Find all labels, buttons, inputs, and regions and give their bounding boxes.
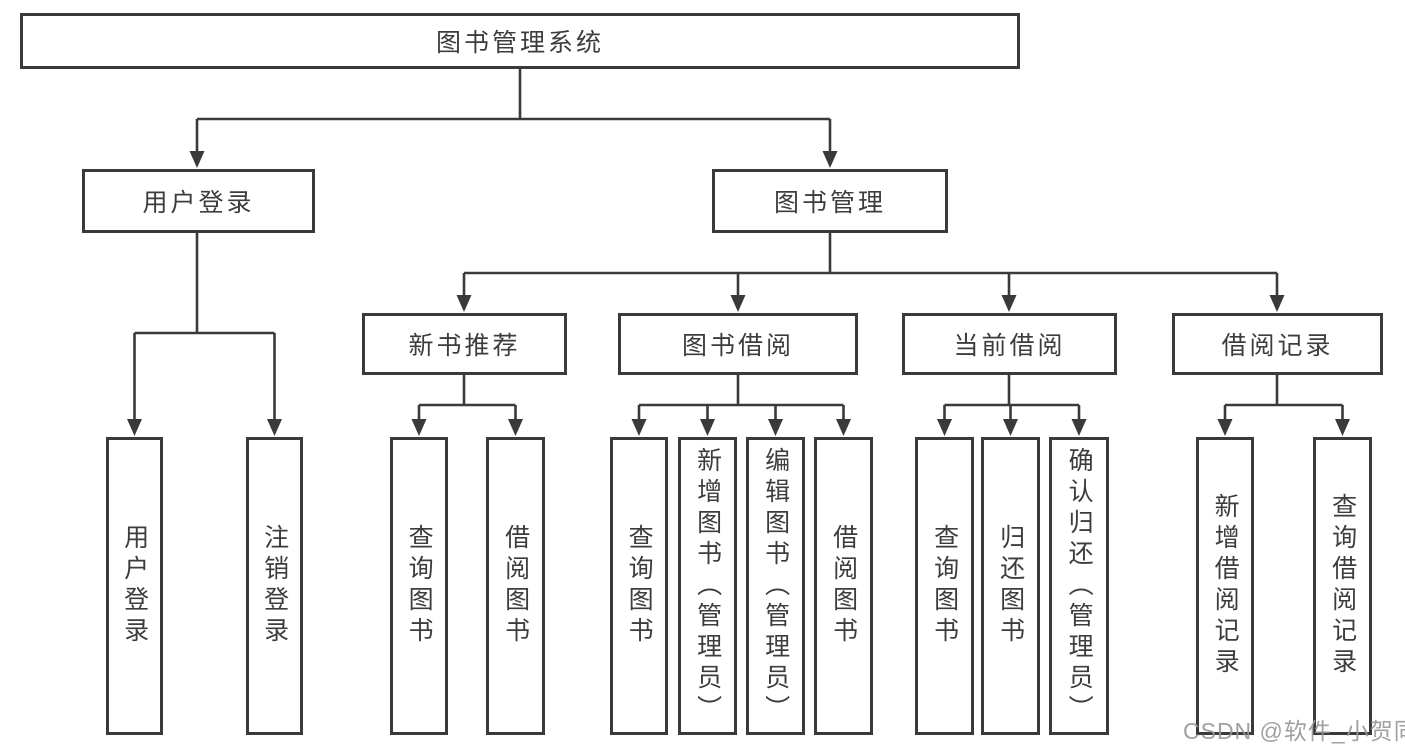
arrowhead (730, 295, 746, 312)
arrowhead (508, 419, 523, 436)
arrowhead (836, 419, 851, 436)
arrowhead (1071, 419, 1087, 436)
connector-book-mgmt-to-level2 (462, 233, 1279, 297)
arrowhead (127, 419, 142, 436)
leaf-label: 借阅图书 (829, 524, 858, 648)
arrowhead (822, 151, 838, 168)
arrowhead (1003, 419, 1018, 436)
arrowhead (411, 419, 427, 436)
arrowhead (456, 295, 472, 312)
arrowhead (1217, 419, 1233, 436)
leaf-query-borrow-record: 查询借阅记录 (1313, 437, 1372, 735)
node-current-borrow: 当前借阅 (902, 313, 1117, 375)
leaf-label: 注销登录 (260, 524, 289, 648)
leaf-return-books: 归还图书 (981, 437, 1040, 735)
node-new-book-recommend: 新书推荐 (362, 313, 567, 375)
connector-current-borrow-to-leaves (943, 375, 1081, 421)
leaf-label: 查询图书 (930, 524, 959, 648)
connector-user-login-to-leaves (133, 233, 276, 421)
arrowhead (1001, 295, 1017, 312)
leaf-add-borrow-record: 新增借阅记录 (1196, 437, 1254, 735)
arrowhead (768, 419, 783, 436)
leaf-logout: 注销登录 (246, 437, 303, 735)
arrowhead (700, 419, 715, 436)
connector-root-to-level1 (195, 69, 832, 153)
connector-book-borrow-to-leaves (637, 375, 845, 421)
leaf-label: 用户登录 (120, 524, 149, 648)
arrowhead (631, 419, 647, 436)
leaf-label: 新增图书（管理员） (693, 446, 722, 726)
arrowhead (189, 151, 205, 168)
leaf-borrow-books: 借阅图书 (814, 437, 873, 735)
leaf-confirm-return-admin: 确认归还（管理员） (1049, 437, 1109, 735)
arrowhead (937, 419, 952, 436)
leaf-borrow-books-recommend: 借阅图书 (486, 437, 545, 735)
arrowhead (1269, 295, 1285, 312)
leaf-add-books-admin: 新增图书（管理员） (678, 437, 737, 735)
leaf-label: 归还图书 (996, 524, 1025, 648)
node-root-library-system: 图书管理系统 (20, 13, 1020, 69)
leaf-user-login: 用户登录 (106, 437, 163, 735)
leaf-edit-books-admin: 编辑图书（管理员） (746, 437, 805, 735)
connector-new-books-to-leaves (417, 375, 517, 421)
node-user-login: 用户登录 (82, 169, 315, 233)
node-book-management: 图书管理 (712, 169, 948, 233)
leaf-label: 新增借阅记录 (1211, 493, 1240, 679)
leaf-label: 确认归还（管理员） (1065, 446, 1094, 726)
node-borrow-records: 借阅记录 (1172, 313, 1383, 375)
leaf-label: 借阅图书 (501, 524, 530, 648)
connector-borrow-records-to-leaves (1223, 375, 1344, 421)
leaf-query-books-borrow: 查询图书 (610, 437, 668, 735)
leaf-label: 查询图书 (625, 524, 654, 648)
leaf-label: 查询图书 (405, 524, 434, 648)
leaf-label: 编辑图书（管理员） (761, 446, 790, 726)
csdn-watermark: CSDN @软件_小贺同学 (1183, 718, 1405, 744)
leaf-query-books-recommend: 查询图书 (390, 437, 448, 735)
arrowhead (1335, 419, 1350, 436)
leaf-query-books-current: 查询图书 (915, 437, 974, 735)
leaf-label: 查询借阅记录 (1328, 493, 1357, 679)
arrowhead (267, 419, 282, 436)
node-book-borrow: 图书借阅 (618, 313, 858, 375)
